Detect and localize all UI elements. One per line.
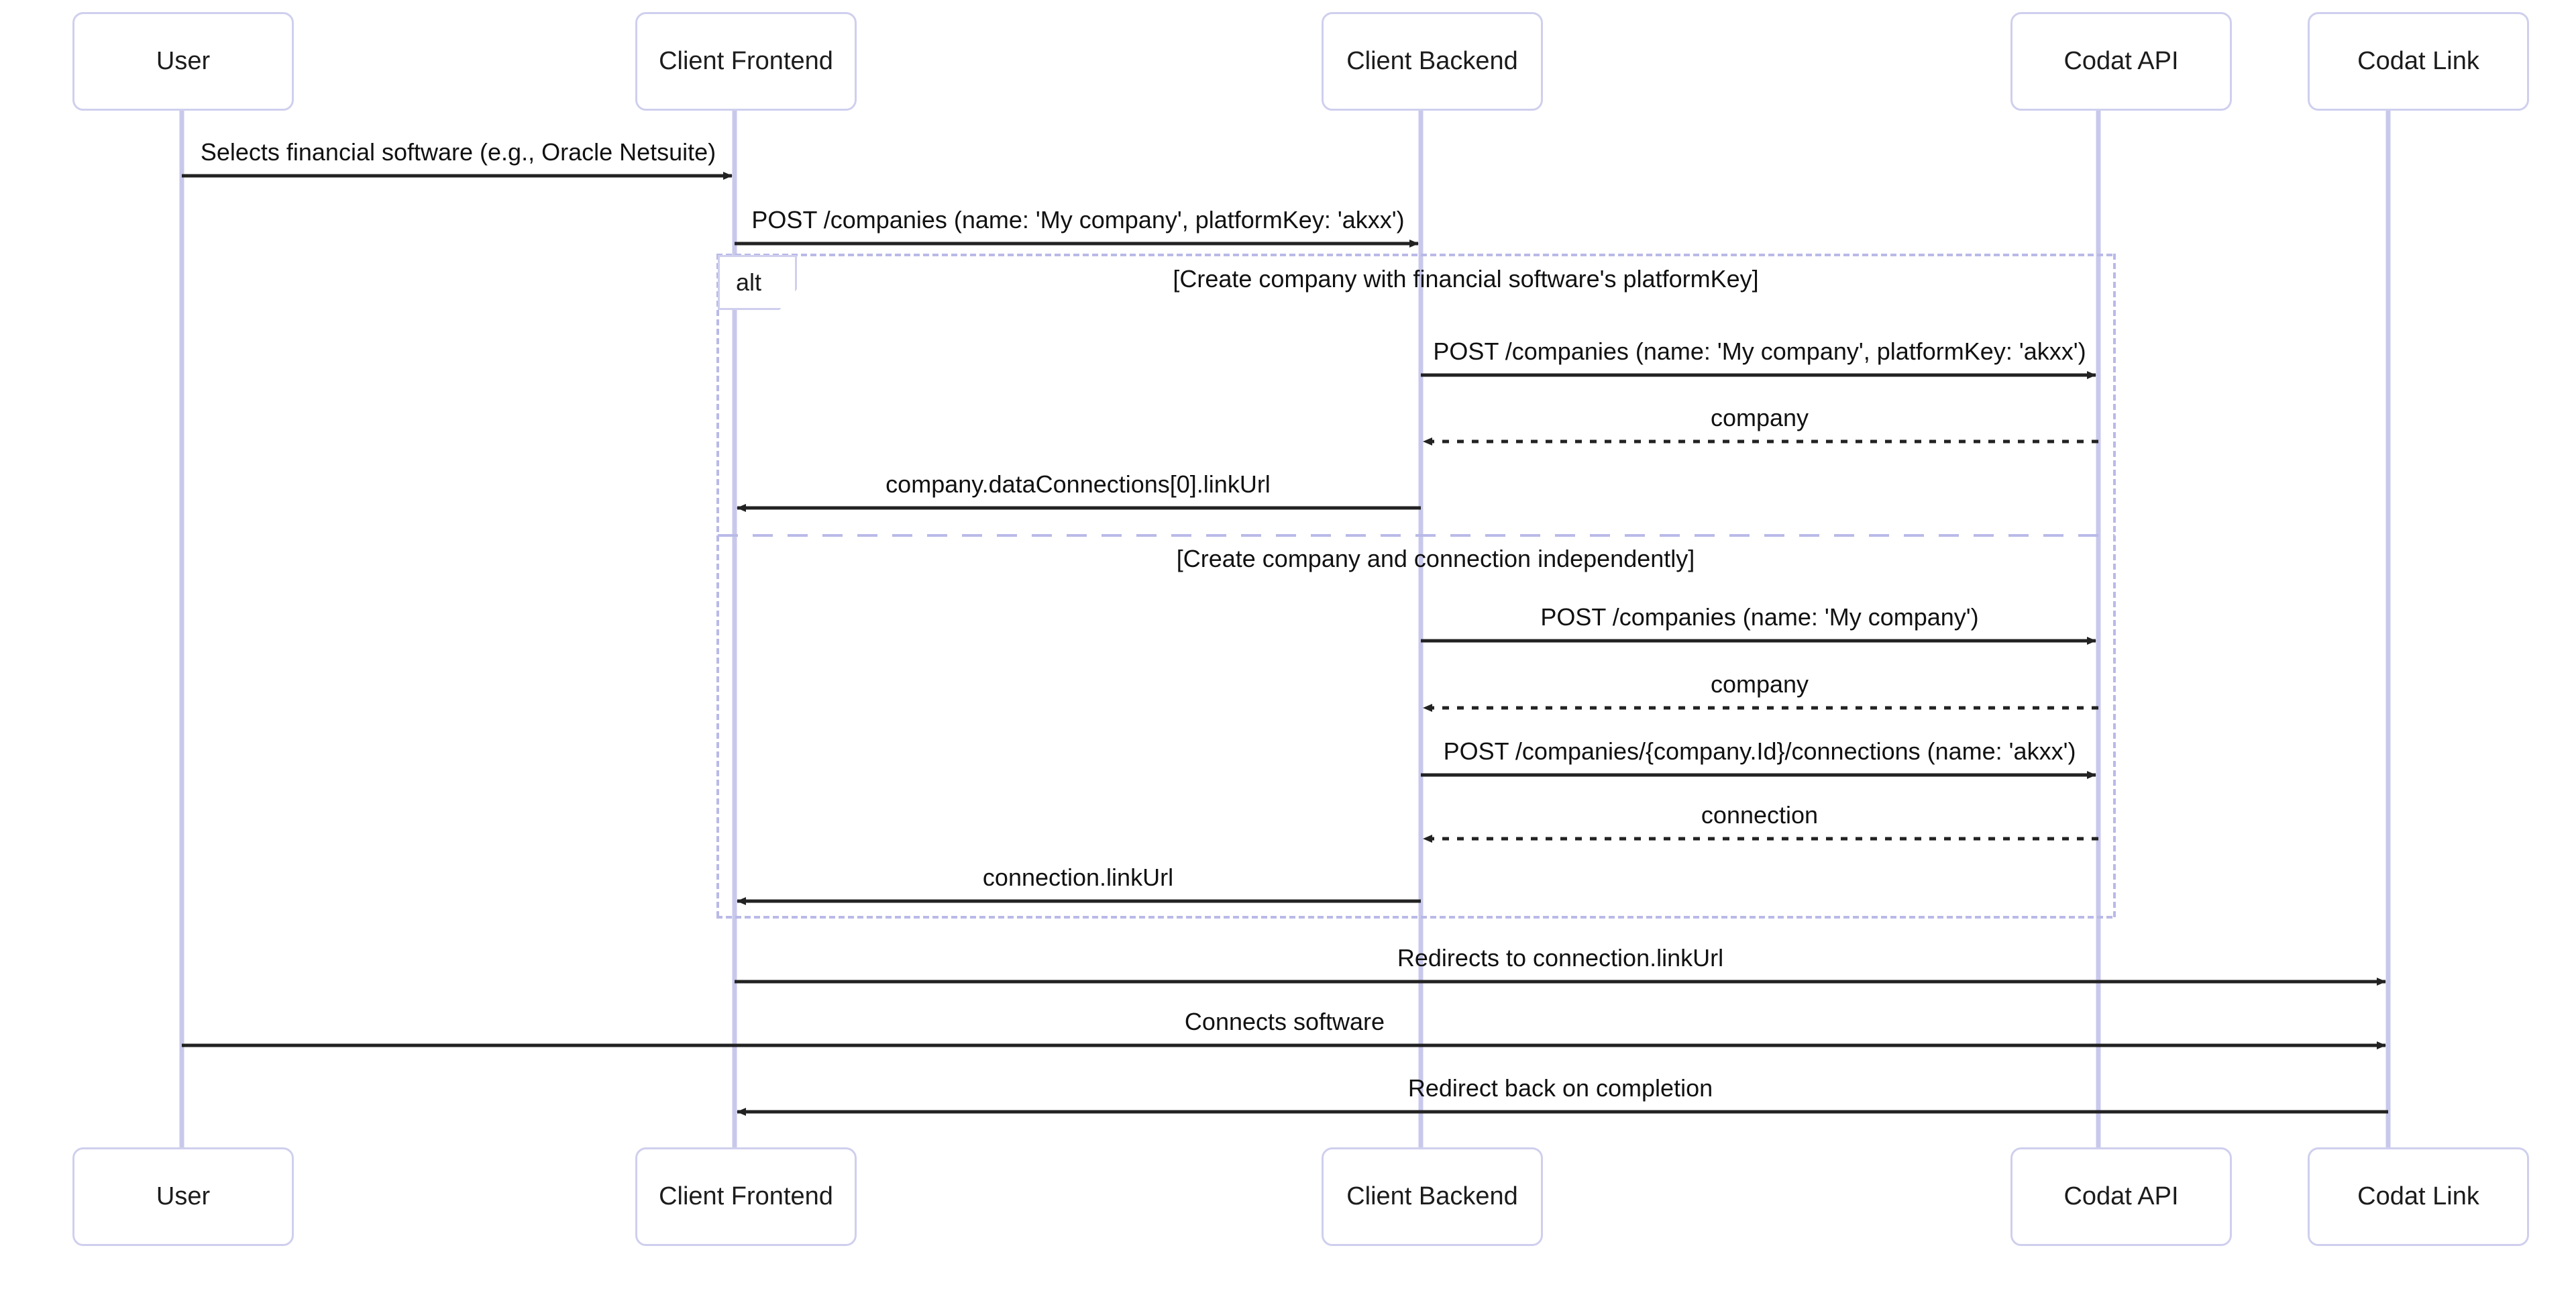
message-label-m4: company bbox=[1710, 404, 1809, 431]
message-label-m3: POST /companies (name: 'My company', pla… bbox=[1433, 337, 2086, 365]
alt-branch-condition-2: [Create company and connection independe… bbox=[1176, 545, 1695, 572]
participant-label: Client Frontend bbox=[659, 1182, 833, 1210]
message-label-m5: company.dataConnections[0].linkUrl bbox=[885, 470, 1271, 498]
message-label-m10: connection.linkUrl bbox=[982, 864, 1174, 891]
participant-box-fe-bottom[interactable]: Client Frontend bbox=[635, 1147, 857, 1246]
participant-label: Codat API bbox=[2063, 47, 2179, 75]
participant-box-be-bottom[interactable]: Client Backend bbox=[1322, 1147, 1543, 1246]
participant-box-fe-top[interactable]: Client Frontend bbox=[635, 12, 857, 111]
participant-label: Codat API bbox=[2063, 1182, 2179, 1210]
participant-box-user-bottom[interactable]: User bbox=[72, 1147, 294, 1246]
participant-label: Client Backend bbox=[1346, 1182, 1518, 1210]
alt-branch-condition-1: [Create company with financial software'… bbox=[1173, 265, 1759, 293]
participant-label: User bbox=[156, 47, 211, 75]
message-label-m8: POST /companies/{company.Id}/connections… bbox=[1443, 737, 2076, 765]
participant-label: Codat Link bbox=[2357, 1182, 2479, 1210]
participant-box-link-bottom[interactable]: Codat Link bbox=[2308, 1147, 2529, 1246]
alt-fragment-tag: alt bbox=[718, 255, 797, 310]
message-label-m6: POST /companies (name: 'My company') bbox=[1540, 603, 1979, 631]
participant-label: Client Frontend bbox=[659, 47, 833, 75]
participant-label: User bbox=[156, 1182, 211, 1210]
message-label-m9: connection bbox=[1701, 801, 1819, 829]
participant-box-link-top[interactable]: Codat Link bbox=[2308, 12, 2529, 111]
message-label-m1: Selects financial software (e.g., Oracle… bbox=[200, 138, 716, 166]
participant-box-api-bottom[interactable]: Codat API bbox=[2010, 1147, 2232, 1246]
alt-fragment-frame bbox=[716, 254, 2116, 919]
participant-box-api-top[interactable]: Codat API bbox=[2010, 12, 2232, 111]
participant-label: Codat Link bbox=[2357, 47, 2479, 75]
message-label-m7: company bbox=[1710, 670, 1809, 698]
participant-label: Client Backend bbox=[1346, 47, 1518, 75]
message-label-m13: Redirect back on completion bbox=[1407, 1074, 1713, 1102]
message-label-m11: Redirects to connection.linkUrl bbox=[1397, 944, 1724, 972]
message-arrows-group bbox=[182, 172, 2388, 1116]
participant-box-be-top[interactable]: Client Backend bbox=[1322, 12, 1543, 111]
participant-box-user-top[interactable]: User bbox=[72, 12, 294, 111]
message-label-m2: POST /companies (name: 'My company', pla… bbox=[751, 206, 1405, 233]
message-label-m12: Connects software bbox=[1184, 1008, 1385, 1035]
